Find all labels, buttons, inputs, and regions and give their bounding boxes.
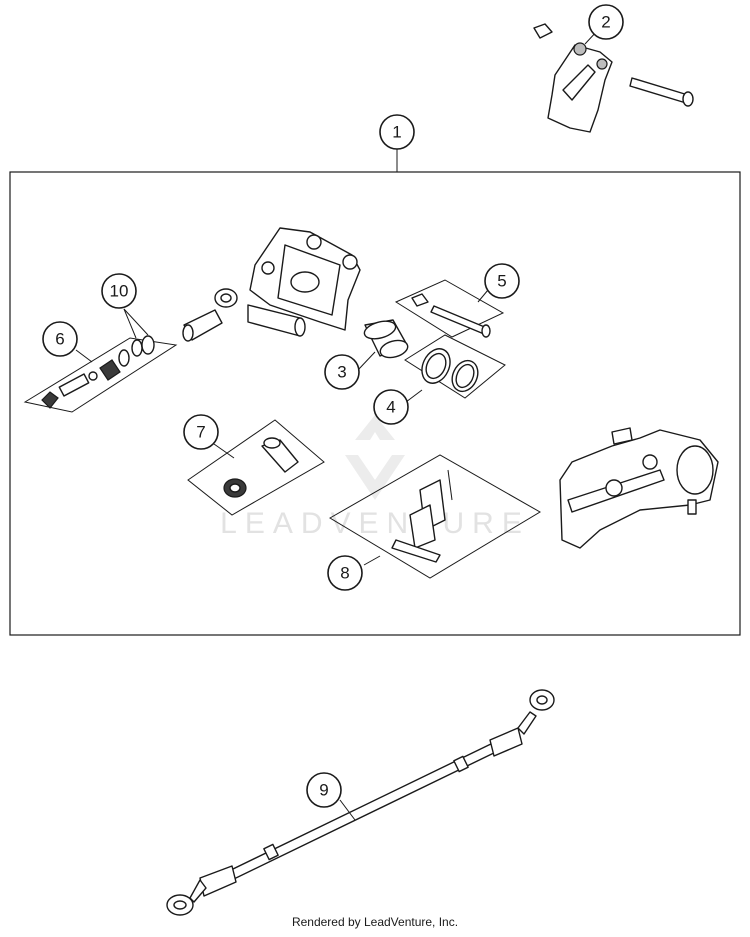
watermark-text: LEADVENTURE bbox=[220, 507, 530, 540]
footer-credit: Rendered by LeadVenture, Inc. bbox=[291, 915, 459, 929]
part-5-pin[interactable] bbox=[411, 293, 491, 338]
svg-text:2: 2 bbox=[601, 13, 610, 32]
part-7-bushings[interactable] bbox=[223, 437, 299, 498]
callout-4[interactable]: 4 bbox=[373, 389, 409, 425]
kit-4-box bbox=[404, 334, 506, 399]
leader-10b bbox=[123, 308, 149, 336]
svg-text:9: 9 bbox=[319, 781, 328, 800]
svg-text:7: 7 bbox=[196, 423, 205, 442]
callout-7[interactable]: 7 bbox=[183, 414, 219, 450]
leader-4 bbox=[405, 389, 423, 403]
part-9-brake-hose[interactable] bbox=[166, 689, 555, 916]
callout-9[interactable]: 9 bbox=[306, 772, 342, 808]
banjo-fitting[interactable] bbox=[182, 288, 238, 342]
part-10-o-rings[interactable] bbox=[131, 335, 155, 357]
part-2-brake-pad-bracket[interactable] bbox=[533, 23, 694, 133]
part-6-bleeder[interactable] bbox=[41, 349, 130, 409]
leader-9 bbox=[339, 799, 356, 821]
part-3-piston[interactable] bbox=[362, 318, 409, 360]
callout-1[interactable]: 1 bbox=[379, 114, 415, 150]
watermark-logo bbox=[345, 415, 405, 500]
kit-5-box bbox=[394, 279, 505, 338]
leader-8 bbox=[363, 555, 381, 566]
callout-10[interactable]: 10 bbox=[101, 273, 137, 309]
callout-3[interactable]: 3 bbox=[324, 354, 360, 390]
leader-3 bbox=[357, 351, 376, 371]
leader-10a bbox=[123, 308, 137, 339]
svg-text:5: 5 bbox=[497, 272, 506, 291]
caliper-support-bracket[interactable] bbox=[559, 427, 719, 549]
caliper-body[interactable] bbox=[247, 227, 361, 337]
kit-8-box bbox=[329, 454, 541, 579]
leader-6 bbox=[75, 349, 93, 363]
part-4-seals[interactable] bbox=[417, 344, 483, 395]
svg-text:10: 10 bbox=[110, 282, 129, 301]
caliper-assembly-frame bbox=[9, 171, 741, 636]
leader-7 bbox=[213, 443, 235, 459]
part-8-brake-pads[interactable] bbox=[391, 469, 453, 563]
kit-7-box bbox=[187, 419, 325, 516]
callout-2[interactable]: 2 bbox=[588, 4, 624, 40]
callout-6[interactable]: 6 bbox=[42, 321, 78, 357]
callout-5[interactable]: 5 bbox=[484, 263, 520, 299]
leader-5 bbox=[477, 289, 489, 303]
callout-8[interactable]: 8 bbox=[327, 555, 363, 591]
svg-text:3: 3 bbox=[337, 363, 346, 382]
svg-text:1: 1 bbox=[392, 123, 401, 142]
kit-6-box bbox=[23, 337, 178, 413]
svg-text:6: 6 bbox=[55, 330, 64, 349]
svg-text:4: 4 bbox=[386, 398, 395, 417]
svg-text:8: 8 bbox=[340, 564, 349, 583]
